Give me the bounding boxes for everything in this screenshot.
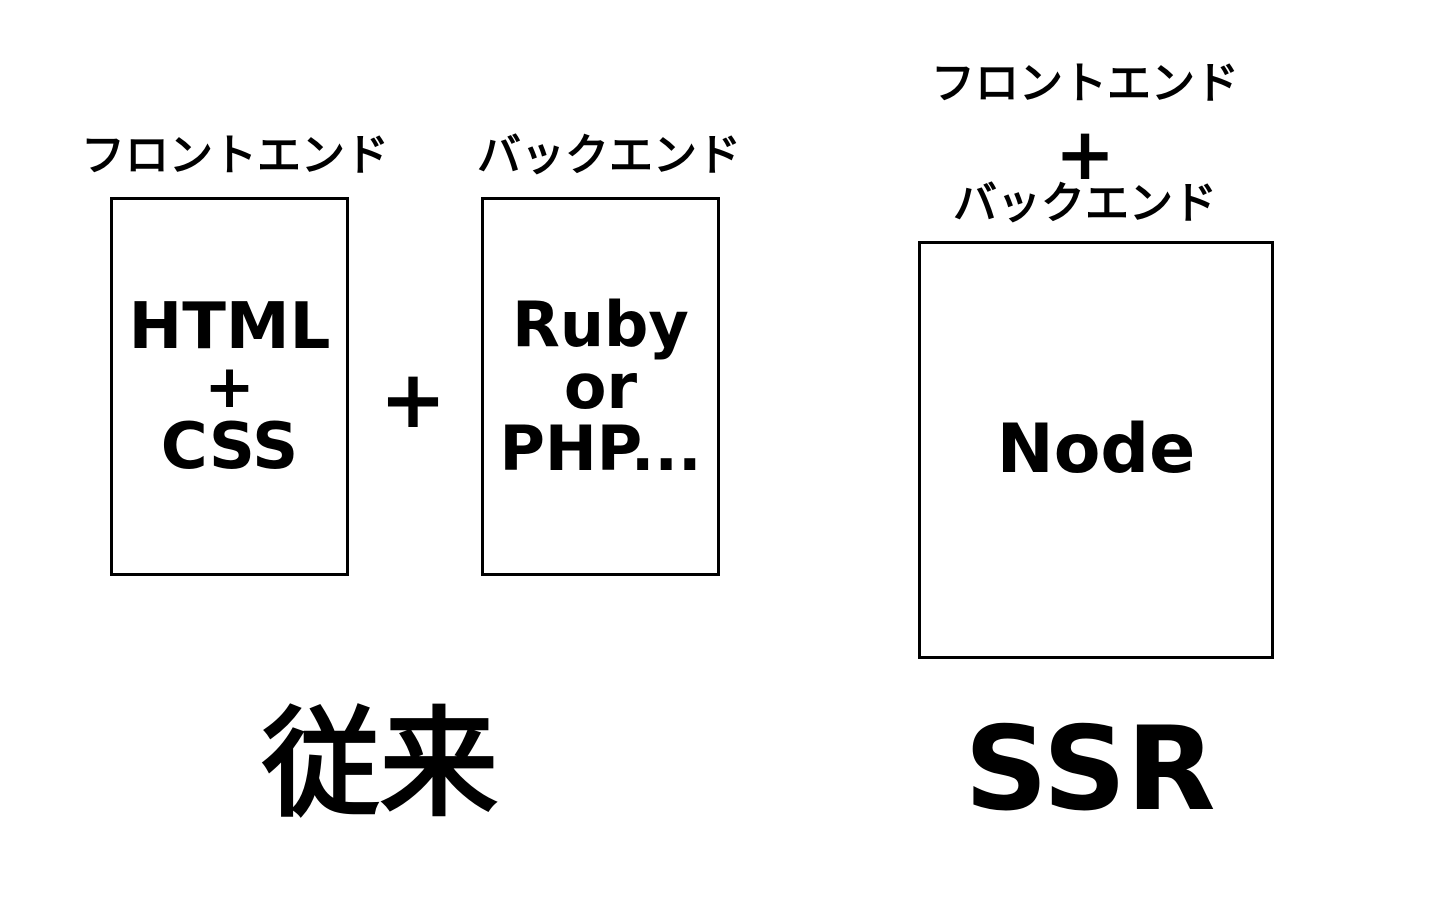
- backend-box-php: PHP...: [499, 411, 702, 485]
- traditional-frontend-label: フロントエンド: [81, 130, 389, 181]
- node-box: Node: [918, 241, 1274, 659]
- ssr-plus-symbol: +: [1054, 112, 1116, 196]
- node-label: Node: [996, 410, 1196, 489]
- backend-box-ruby: Ruby: [512, 287, 689, 361]
- backend-box: Ruby or PHP...: [481, 197, 720, 576]
- backend-box-or: or: [563, 349, 638, 423]
- ssr-backend-label: バックエンド: [953, 178, 1217, 229]
- traditional-caption: 従来: [261, 695, 498, 833]
- frontend-box: HTML + CSS: [110, 197, 349, 576]
- ssr-caption: SSR: [964, 702, 1216, 837]
- frontend-box-css: CSS: [160, 409, 299, 484]
- ssr-frontend-label: フロントエンド: [931, 58, 1239, 109]
- traditional-backend-label: バックエンド: [477, 130, 741, 181]
- traditional-plus-symbol: +: [379, 353, 447, 446]
- frontend-box-html: HTML: [128, 289, 331, 364]
- frontend-box-plus: +: [204, 351, 255, 422]
